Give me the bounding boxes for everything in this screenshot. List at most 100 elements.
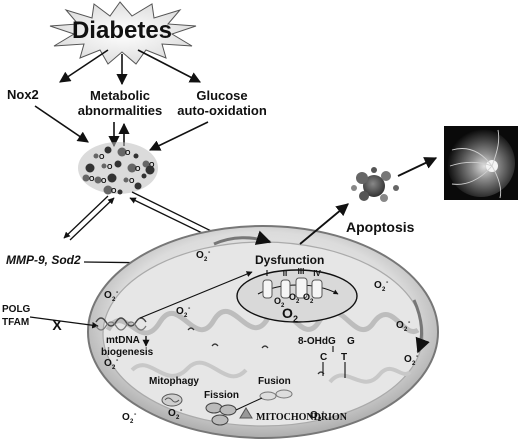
mitochondrion-label: MITOCHONDRION [256,412,348,423]
svg-text:2: 2 [310,299,314,305]
complex-IV-body [311,279,323,299]
svg-text:-: - [180,407,183,414]
mtdna-coil [95,317,147,331]
svg-text:O: O [122,412,130,423]
etc-superoxide-small-2: O 2 [289,292,300,305]
retina-photo [444,126,518,200]
ros-particle-label: O [101,178,107,185]
svg-text:2: 2 [130,419,134,425]
metabolic-label-line1: Metabolic [90,88,150,103]
ros-particle-label: O [129,178,135,185]
arrow-nox2-ros [34,105,89,143]
fission-fusion-link [235,397,263,411]
apoptotic-bleb-6 [351,185,357,191]
apoptotic-bleb-3 [359,191,369,201]
ros-particle-label: O [99,154,105,161]
ros-particle-label: O [135,166,141,173]
ros-particle-label: O [107,164,113,171]
svg-text:2: 2 [293,314,298,324]
complex-III: III [295,267,308,299]
apoptotic-cell-body [363,175,385,197]
fusion-mito-2 [275,389,293,399]
mtdna-coil-strand-b [95,321,147,331]
ros-particle-label: O [125,150,131,157]
svg-text:O: O [374,280,382,291]
mtdna-label-line1: mtDNA [106,335,140,346]
diabetes-starburst-shape [49,1,197,65]
svg-text:2: 2 [404,327,408,333]
fission-mitochondria [205,402,237,426]
mtdna-label-line2: biogenesis [101,347,154,358]
svg-text:O: O [289,292,296,302]
svg-text:O: O [104,290,112,301]
ros-particle [127,163,137,173]
arrow-dysfunction-apoptosis [299,203,349,245]
glucose-label-line2: auto-oxidation [177,103,267,118]
etc-superoxide-small-3: O 2 [303,292,314,305]
dna-fragment-2 [211,343,219,347]
arrow-ros-genes-a [63,195,109,239]
ros-particle [134,182,142,190]
arrow-ros-genes-b [69,197,115,241]
mitophagy-label: Mitophagy [149,376,199,387]
ros-particle [103,185,113,195]
membrane-flow-arrow-right [412,299,430,354]
ros-particle [101,163,107,169]
mitochondrion-label-marker [239,407,253,419]
svg-text:2: 2 [296,299,300,305]
svg-text:O: O [168,408,176,419]
dna-fragment-3 [261,345,269,349]
genes-label: MMP-9, Sod2 [6,253,81,267]
svg-text:2: 2 [184,313,188,319]
etc-box: I II III IV O 2 O 2 O 2 O 2 [236,267,358,324]
apoptotic-bleb-2 [381,171,391,181]
mitophagy-vesicle-crista [164,397,180,403]
arrow-diabetes-nox2 [59,49,109,83]
svg-text:O: O [196,250,204,261]
ros-particle [145,165,155,175]
glucose-label-line1: Glucose [196,88,247,103]
fusion-mito-1 [259,391,277,401]
svg-text:O: O [310,410,318,421]
apoptotic-bleb-7 [371,167,377,173]
ros-particle-label: O [149,162,155,169]
svg-text:2: 2 [412,361,416,367]
svg-text:2: 2 [281,303,285,309]
diabetes-node: Diabetes [49,1,197,65]
complex-II-label: II [283,269,287,278]
complex-II-body [280,279,291,299]
svg-text:O: O [396,320,404,331]
ros-particle [117,189,123,195]
ohdg-label: 8-OHdG [298,336,336,347]
complex-I-body [262,279,273,299]
apoptosis-label: Apoptosis [346,219,415,235]
c-base-label: C [320,352,327,363]
ros-particle [142,160,150,168]
dna-fragment-1 [187,327,195,331]
ros-particle [104,146,112,154]
fission-mito-1 [205,402,223,414]
svg-text:2: 2 [382,287,386,293]
svg-text:O: O [104,358,112,369]
complex-III-label: III [298,267,305,276]
apoptotic-bleb-4 [380,194,388,202]
svg-text:-: - [408,319,411,326]
fusion-label: Fusion [258,376,291,387]
svg-text:O: O [282,305,293,321]
ros-particle [133,153,139,159]
arrow-glucose-ros [148,121,209,151]
block-mark: X [52,317,62,333]
fusion-mitochondria [259,389,293,401]
retinal-vessels [449,129,502,199]
etc-superoxide-small-1: O 2 [274,296,285,309]
svg-text:-: - [208,249,211,256]
ros-particle [93,153,99,159]
